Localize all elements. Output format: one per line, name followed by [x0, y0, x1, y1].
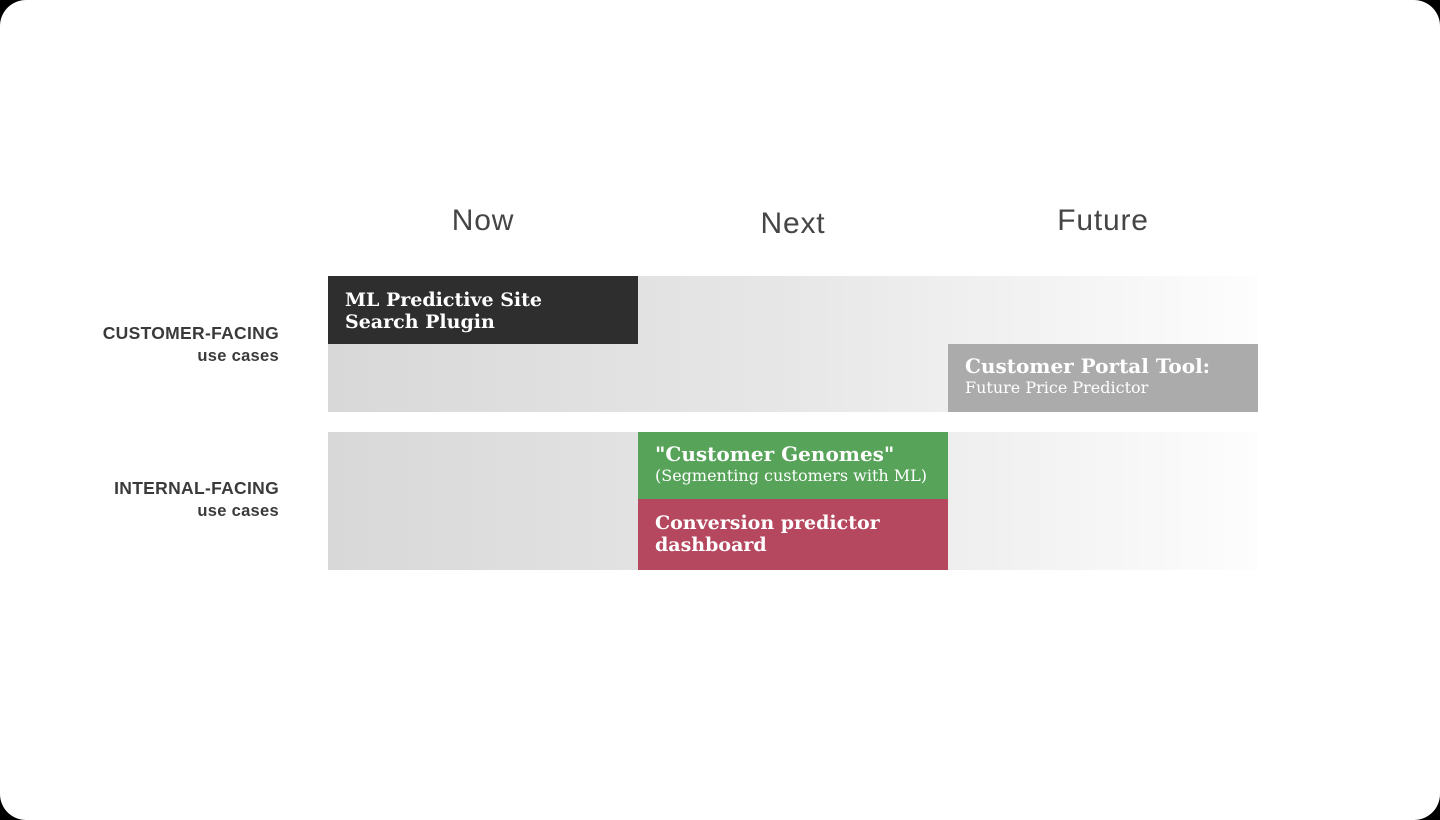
- bar-subtitle: (Segmenting customers with ML): [655, 466, 928, 485]
- column-header-now: Now: [451, 204, 515, 237]
- bar-conversion-predictor-dashboard: Conversion predictor dashboard: [638, 499, 948, 570]
- row-label-internal-facing: INTERNAL-FACING use cases: [0, 476, 279, 523]
- row-label-customer-facing-line2: use cases: [197, 347, 279, 365]
- bar-title: Conversion predictor dashboard: [655, 512, 880, 556]
- row-label-customer-facing-line1: CUSTOMER-FACING: [102, 323, 279, 343]
- row-label-customer-facing: CUSTOMER-FACING use cases: [0, 321, 279, 368]
- bar-title: ML Predictive Site Search Plugin: [345, 289, 543, 333]
- row-label-internal-facing-line1: INTERNAL-FACING: [114, 478, 279, 498]
- bar-customer-genomes: "Customer Genomes" (Segmenting customers…: [638, 432, 948, 499]
- bar-title: "Customer Genomes": [655, 442, 895, 466]
- column-header-next: Next: [760, 207, 826, 240]
- column-header-future: Future: [1057, 204, 1149, 237]
- bar-subtitle: Future Price Predictor: [965, 378, 1149, 397]
- bar-customer-portal-tool: Customer Portal Tool: Future Price Predi…: [948, 344, 1258, 412]
- bar-ml-predictive-site-search-plugin: ML Predictive Site Search Plugin: [328, 276, 638, 344]
- row-label-internal-facing-line2: use cases: [197, 502, 279, 520]
- bar-title: Customer Portal Tool:: [965, 354, 1211, 378]
